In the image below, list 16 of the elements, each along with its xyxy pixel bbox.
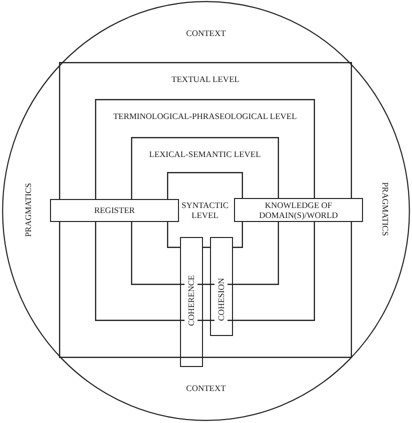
- pragmatics-label: PRAGMATICS: [24, 183, 32, 237]
- level-title: SYNTACTIC LEVEL: [180, 200, 230, 220]
- context-label: CONTEXT: [186, 28, 226, 38]
- label-bar: [210, 237, 233, 336]
- level-title: TEXTUAL LEVEL: [172, 75, 240, 84]
- label-bar: [180, 237, 203, 367]
- bar-label: REGISTER: [94, 206, 135, 215]
- bar-label: COHERENCE: [185, 275, 198, 326]
- label-bar: [234, 198, 363, 222]
- context-label: CONTEXT: [186, 384, 226, 392]
- label-bar: [50, 199, 179, 222]
- level-title: TERMINOLOGICAL-PHRASEOLOGICAL LEVEL: [113, 112, 297, 120]
- level-title: LEXICAL-SEMANTIC LEVEL: [149, 150, 261, 158]
- pragmatics-label: PRAGMATICS: [380, 182, 390, 236]
- bar-label: KNOWLEDGE OF DOMAIN(S)/WORLD: [258, 200, 339, 220]
- bar-label: COHESION: [215, 278, 228, 321]
